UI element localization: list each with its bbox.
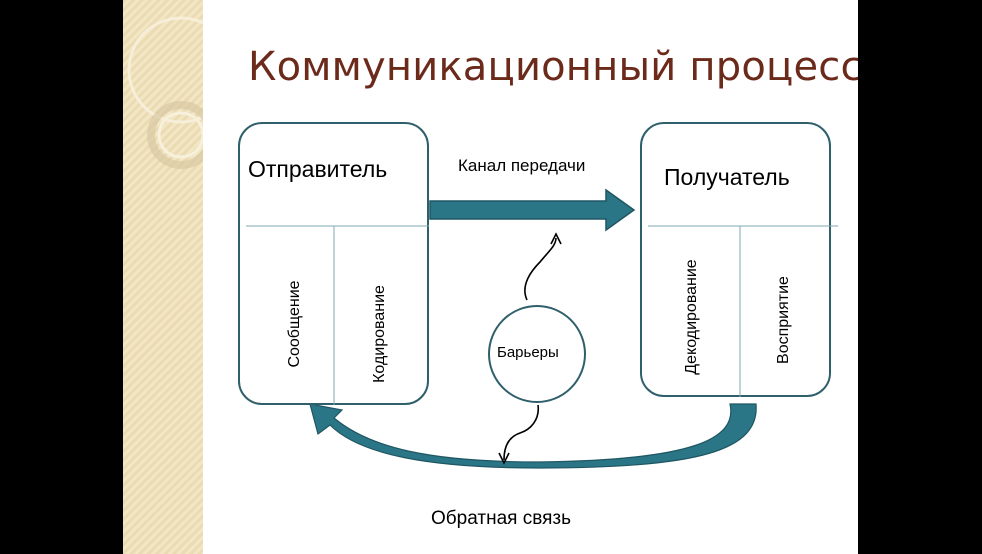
sender-title: Отправитель <box>248 156 388 182</box>
sender-step-encoding: Кодирование <box>371 285 388 383</box>
slide-title: Коммуникационный процесс <box>248 44 858 90</box>
barrier-arrow-down <box>503 404 540 461</box>
receiver-dividers <box>648 225 838 397</box>
decorative-sidebar <box>123 0 203 554</box>
feedback-arrow <box>309 403 757 469</box>
receiver-step-decoding: Декодирование <box>683 259 700 375</box>
barriers-circle <box>488 305 586 403</box>
channel-label: Канал передачи <box>458 156 586 175</box>
barrier-arrow-up <box>524 237 557 301</box>
sender-box: Отправитель Сообщение Кодирование <box>238 122 429 405</box>
barriers-label: Барьеры <box>497 344 559 361</box>
sender-step-message: Сообщение <box>286 280 303 368</box>
channel-arrow <box>429 188 636 232</box>
sender-dividers <box>246 225 429 405</box>
receiver-box: Получатель Декодирование Восприятие <box>640 122 838 397</box>
receiver-title: Получатель <box>664 164 790 190</box>
receiver-step-perception: Восприятие <box>775 276 792 364</box>
feedback-label: Обратная связь <box>431 508 571 529</box>
